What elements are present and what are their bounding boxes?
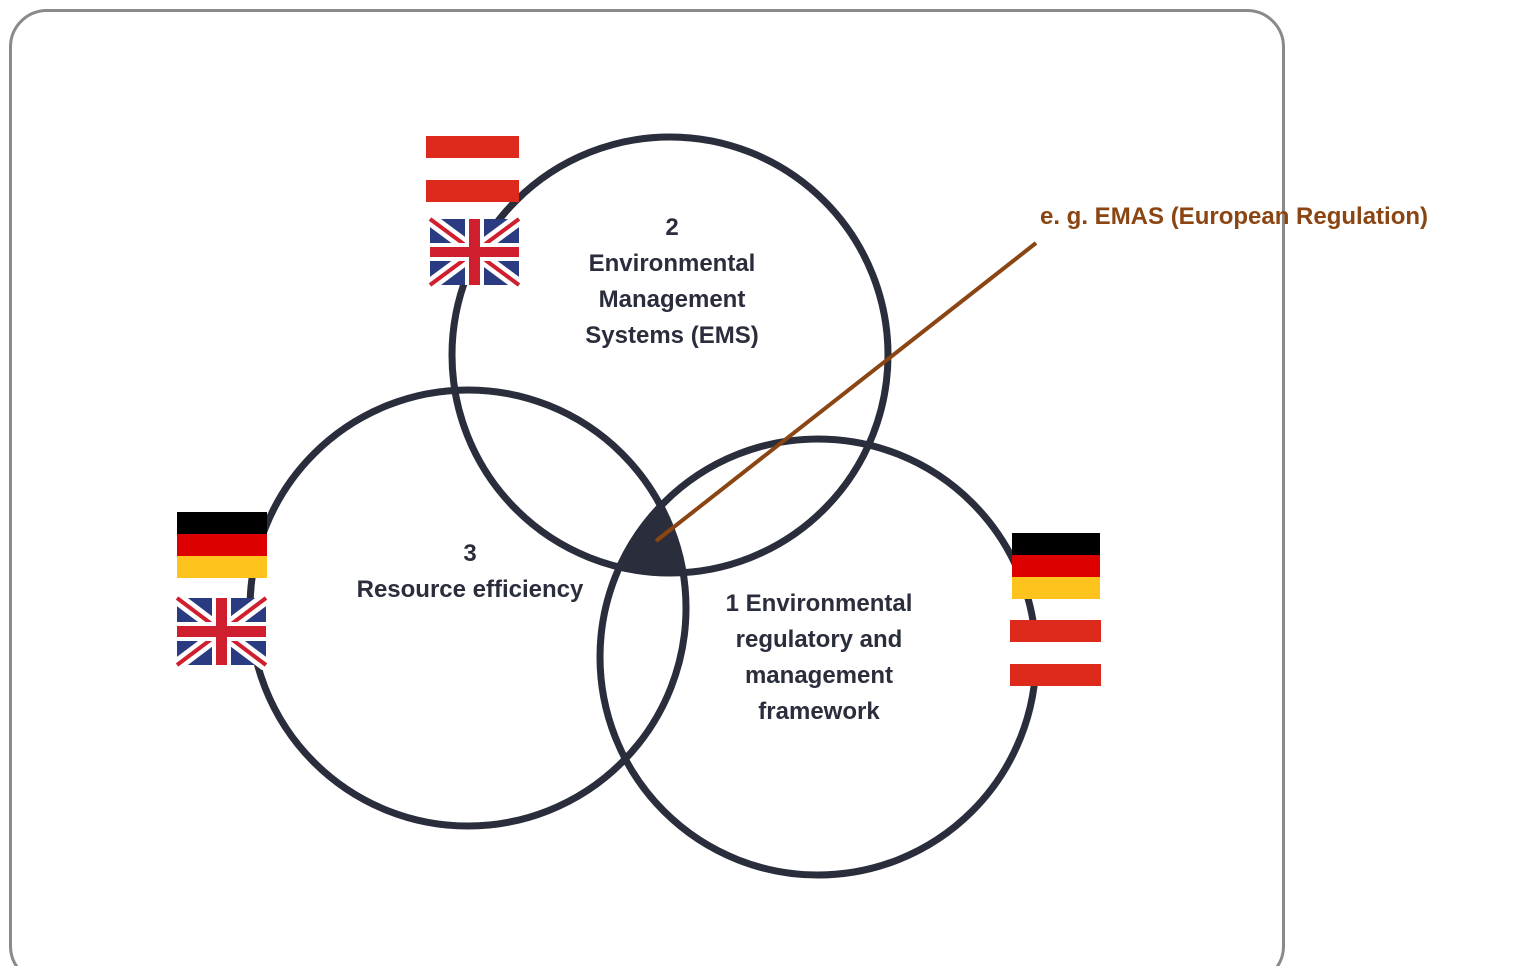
emas-callout: e. g. EMAS (European Regulation) [1040, 203, 1429, 230]
germany-flag-icon [1012, 533, 1100, 599]
callout-line [654, 241, 1038, 543]
austria-flag-icon [426, 136, 519, 202]
diagram-frame [9, 9, 1285, 966]
ems-circle-label: 2 Environmental Management Systems (EMS) [585, 214, 759, 349]
regulatory-framework-label: 1 Environmental regulatory and managemen… [725, 590, 913, 725]
uk-flag-icon [173, 592, 270, 671]
circle-resource-efficiency [246, 386, 690, 830]
germany-flag-icon [177, 512, 267, 578]
austria-flag-icon [1010, 620, 1101, 686]
resource-efficiency-label: 3 Resource efficiency [356, 540, 584, 603]
circle-ems [448, 133, 892, 577]
uk-flag-icon [426, 213, 523, 291]
